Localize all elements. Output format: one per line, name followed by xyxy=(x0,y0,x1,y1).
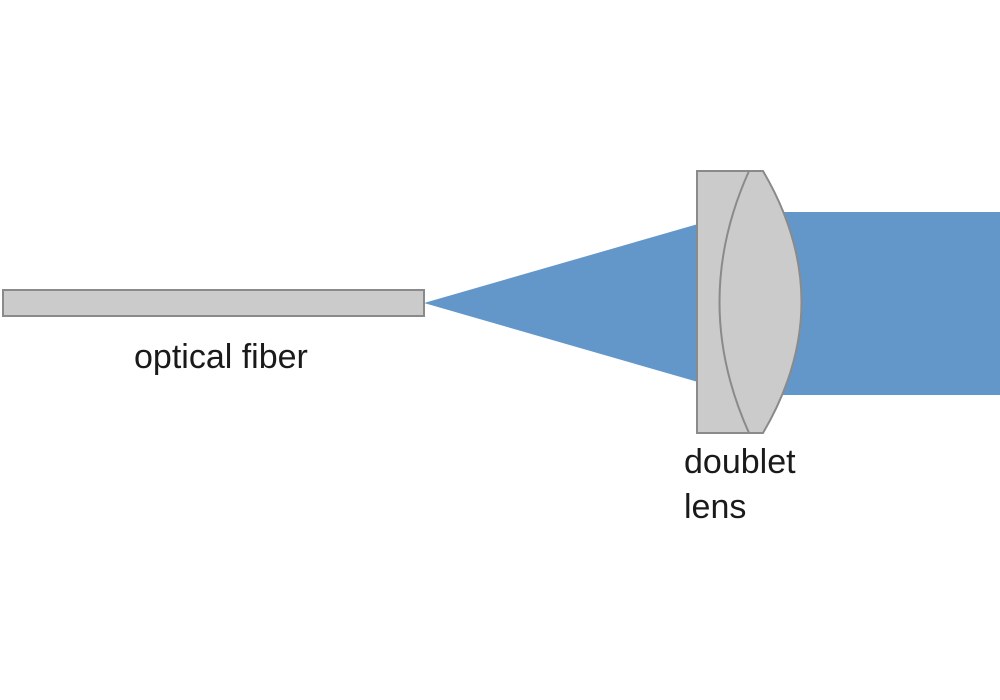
optical-fiber xyxy=(2,289,425,317)
doublet-lens-label-line2: lens xyxy=(684,488,747,526)
optical-fiber-label: optical fiber xyxy=(134,338,308,376)
doublet-lens-label-line1: doublet xyxy=(684,443,796,481)
doublet-lens-label: doublet lens xyxy=(684,440,796,530)
doublet-lens xyxy=(696,170,803,434)
lens-cemented-interface xyxy=(718,170,750,434)
collimated-beam xyxy=(780,212,1000,395)
diverging-beam xyxy=(424,224,698,382)
lens-outline xyxy=(696,170,803,434)
